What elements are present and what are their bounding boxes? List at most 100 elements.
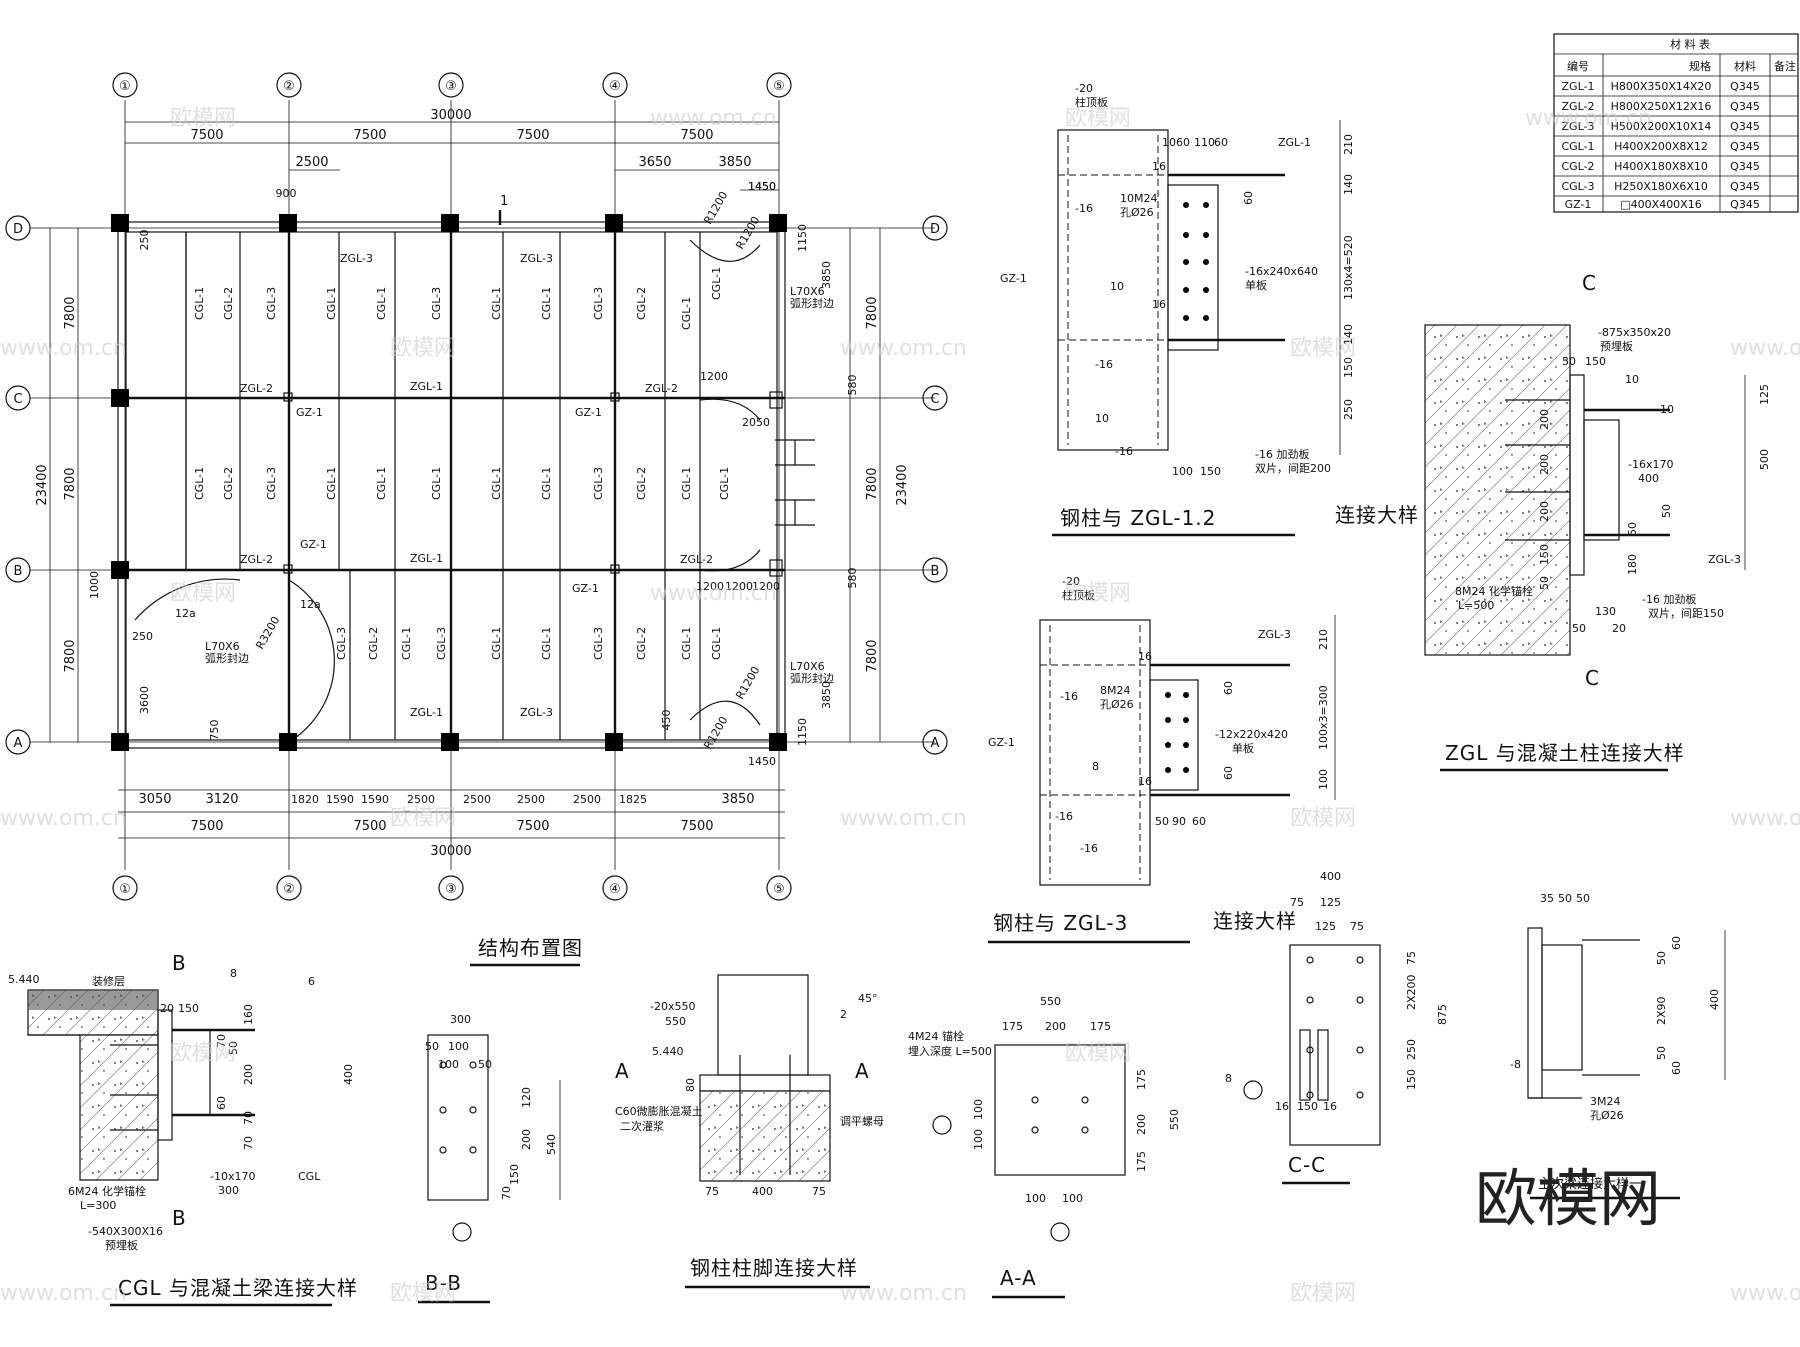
dim-top-bay-3: 7500: [516, 128, 549, 143]
cell-id: CGL-2: [1561, 160, 1594, 173]
dim-top-900: 900: [276, 187, 297, 200]
detail-column-zgl-3: -20 柱顶板 ZGL-3 GZ-1 -16 -16 -16 8M24 孔Ø26…: [988, 575, 1336, 944]
watermark-site: www.om.cn: [650, 106, 777, 131]
d9-dim-60b: 60: [1670, 1061, 1683, 1075]
d5-dim-150: 150: [508, 1164, 521, 1185]
watermark-brand: 欧模网: [1290, 336, 1356, 361]
dim-bottom-total: 30000: [430, 844, 471, 859]
d3-label-spacing: 双片，间距150: [1648, 607, 1724, 620]
d2-label-gz-1: GZ-1: [988, 736, 1015, 749]
watermark-site: www.om.cn: [1730, 806, 1800, 831]
d6-label-2: 2: [840, 1008, 847, 1021]
side-dimensions: 23400 7800 7800 7800 7800 7800 7800 2340…: [35, 180, 910, 768]
d3-label-zgl-3: ZGL-3: [1708, 553, 1741, 566]
d6-label-a-right: A: [855, 1059, 870, 1083]
d3-dim-50c: 50: [1660, 504, 1673, 518]
dim-bottom-sub-11: 3850: [721, 792, 754, 807]
watermark-brand: 欧模网: [390, 1281, 456, 1306]
d8-dim-150: 150: [1405, 1069, 1418, 1090]
dim-top-bay-2: 7500: [353, 128, 386, 143]
dim-right-bay-2: 7800: [865, 467, 880, 500]
label-zgl-2-c: ZGL-2: [240, 553, 273, 566]
detail-column-base: -20x550 550 5.440 C60微膨胀混凝土 二次灌浆 调平螺母 45…: [615, 974, 884, 1289]
cgl-top-12: CGL-1: [710, 267, 723, 300]
d4-dim-150: 150: [178, 1002, 199, 1015]
axis-col-5-bottom: ⑤: [773, 882, 785, 897]
d2-title: 钢柱与 ZGL-3: [993, 911, 1128, 935]
d1-subtitle: 连接大样: [1335, 503, 1419, 527]
label-zgl-3-b: ZGL-3: [520, 252, 553, 265]
d7-dim-175d: 175: [1135, 1151, 1148, 1172]
misc-l70x6-3: L70X6: [790, 660, 825, 673]
d4-title: CGL 与混凝土梁连接大样: [118, 1276, 358, 1300]
d2-dim-50: 50: [1155, 815, 1169, 828]
misc-12a-1: 12a: [175, 607, 196, 620]
d1-label-hole: 孔Ø26: [1120, 206, 1154, 219]
d5-dim-200: 200: [520, 1129, 533, 1150]
d2-label-16a: -16: [1060, 690, 1078, 703]
d5-dim-300: 300: [450, 1013, 471, 1026]
label-zgl-1-b: ZGL-1: [410, 552, 443, 565]
d2-dim-90: 90: [1172, 815, 1186, 828]
cell-spec: H250X180X6X10: [1614, 180, 1708, 193]
dim-left-250b: 250: [132, 630, 153, 643]
cgl-labels-top: CGL-1 CGL-2 CGL-3 CGL-1 CGL-1 CGL-3 CGL-…: [193, 267, 723, 330]
cell-id: CGL-1: [1561, 140, 1594, 153]
cgl-mid-6: CGL-1: [430, 467, 443, 500]
d3-label-l500: L=500: [1458, 599, 1494, 612]
dim-top-2500: 2500: [295, 155, 328, 170]
axis-bubbles: ① ② ③ ④ ⑤ ① ② ③ ④ ⑤ D C B A D C B A: [5, 72, 948, 901]
d1-dim-10: 10: [1162, 136, 1176, 149]
cgl-mid-8: CGL-1: [540, 467, 553, 500]
cgl-mid-10: CGL-2: [635, 467, 648, 500]
dim-left-total: 23400: [35, 464, 50, 505]
detail-section-a-a: 550 175 200 175 100 100 175 200 175 550 …: [908, 995, 1181, 1299]
d5-dim-100a: 100: [448, 1040, 469, 1053]
d1-label-10a: 10: [1110, 280, 1124, 293]
d1-label-single: 单板: [1245, 278, 1267, 292]
d2-dim-60c: 60: [1192, 815, 1206, 828]
d5-dim-50a: 50: [425, 1040, 439, 1053]
d3-label-10a: 10: [1625, 373, 1639, 386]
d3-dim-150b: 150: [1538, 544, 1551, 565]
material-header-note: 备注: [1774, 59, 1796, 73]
cgl-top-7: CGL-1: [490, 287, 503, 320]
d1-dim-60a: 60: [1176, 136, 1190, 149]
detail-main-secondary-beam: 35 50 50 50 60 2X90 50 60 400 -8 3M24 孔Ø…: [1510, 892, 1726, 1200]
dim-left-bay-2: 7800: [63, 467, 78, 500]
watermark-site: www.om.cn: [1730, 1281, 1800, 1306]
misc-arc-edge-3: 弧形封边: [790, 671, 834, 685]
d3-dim-130: 130: [1595, 605, 1616, 618]
cell-material: Q345: [1730, 160, 1760, 173]
d1-dim-110: 110: [1194, 136, 1215, 149]
d1-dim-150b: 150: [1200, 465, 1221, 478]
misc-arc-edge-1: 弧形封边: [790, 296, 834, 310]
watermarks: 欧模网 www.om.cn 欧模网 www.om.cn www.om.cn 欧模…: [0, 106, 1800, 1306]
watermark-brand: 欧模网: [170, 581, 236, 606]
d1-label-10b: 10: [1095, 412, 1109, 425]
d1-dim-100: 100: [1172, 465, 1193, 478]
d2-dim-210: 210: [1317, 629, 1330, 650]
material-header-no: 编号: [1567, 59, 1589, 73]
d6-label-leveling-nut: 调平螺母: [840, 1115, 884, 1128]
top-dimensions: 30000 7500 7500 7500 7500 2500 3650 3850…: [125, 108, 779, 200]
label-gz-1-a: GZ-1: [296, 406, 323, 419]
d2-dim-300: 100x3=300: [1317, 685, 1330, 750]
dim-right-3850-top: 3850: [820, 261, 833, 289]
label-zgl-3-c: ZGL-3: [520, 706, 553, 719]
dim-right-bay-3: 7800: [865, 639, 880, 672]
cgl-bot-9: CGL-1: [680, 627, 693, 660]
d6-label-elevation: 5.440: [652, 1045, 684, 1058]
watermark-brand: 欧模网: [1290, 806, 1356, 831]
bolt-group-2: [1165, 692, 1189, 773]
table-row: ZGL-2 H800X250X12X16 Q345: [1562, 100, 1760, 113]
axis-row-a-left: A: [14, 736, 23, 751]
d7-label-anchor: 4M24 锚栓: [908, 1029, 964, 1043]
d1-label-10m24: 10M24: [1120, 192, 1158, 205]
d4-label-cgl: CGL: [298, 1170, 321, 1183]
d2-subtitle: 连接大样: [1213, 909, 1297, 933]
dim-bottom-sub-9: 2500: [573, 793, 601, 806]
d4-dim-160: 160: [242, 1004, 255, 1025]
d1-label-16d: 16: [1152, 160, 1166, 173]
cgl-mid-3: CGL-3: [265, 467, 278, 500]
